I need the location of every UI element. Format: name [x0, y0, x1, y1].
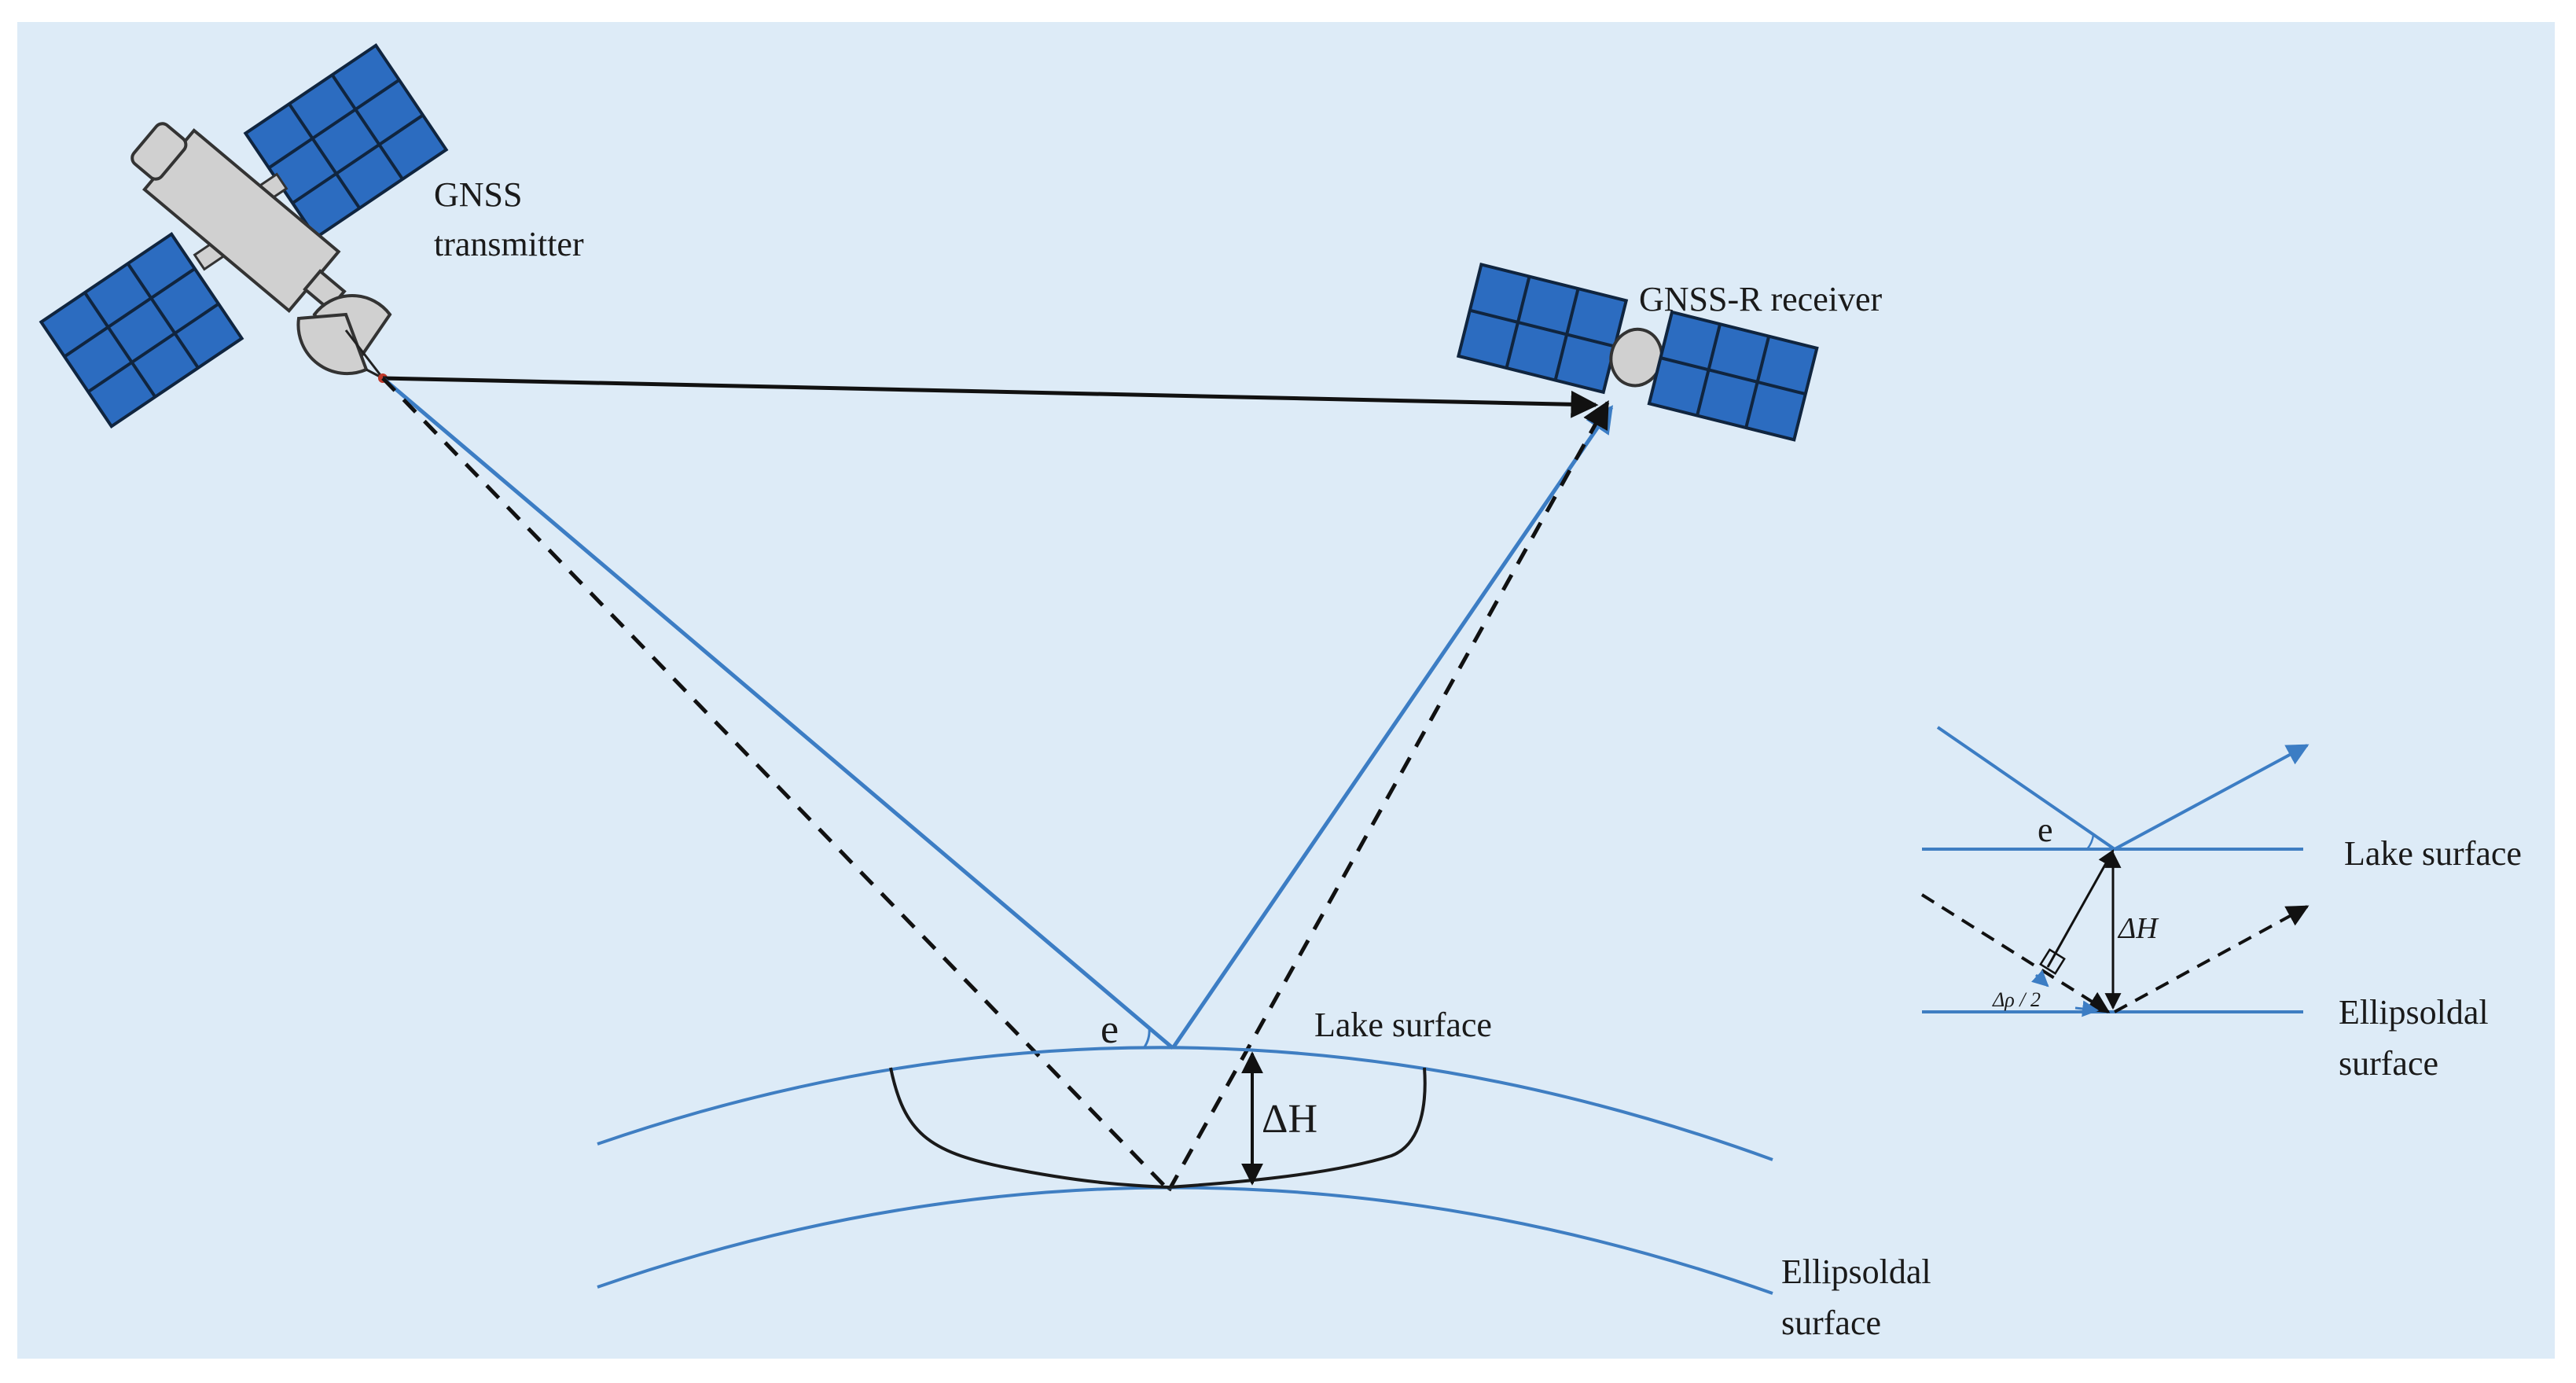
inset-path-delay-label: Δρ / 2 [1992, 988, 2041, 1011]
ellipsoidal-surface-label-line2: surface [1781, 1304, 1881, 1342]
inset-ellipsoidal-surface-label-line1: Ellipsoldal [2339, 993, 2489, 1032]
inset-height-difference-label: ΔH [2117, 912, 2159, 945]
inset-reflected-signal [2114, 744, 2310, 851]
inset-right-angle-mark [2039, 948, 2066, 975]
elevation-angle-arc [1142, 1028, 1151, 1049]
gnss-r-receiver-satellite-icon [1456, 262, 1819, 442]
lake-surface-curve [597, 1046, 1773, 1161]
inset-lake-surface-label: Lake surface [2344, 834, 2522, 873]
inset-incident-dashed [1920, 893, 2111, 1013]
ellipsoidal-surface-label-line1: Ellipsoldal [1781, 1252, 1931, 1291]
inset-geometry-detail [1920, 726, 2310, 1017]
inset-reflected-dashed [2114, 905, 2310, 1013]
incident-signal-ellipsoid [381, 377, 1170, 1192]
receiver-right-solar-panel [1647, 310, 1819, 442]
lake-surface-label: Lake surface [1314, 1006, 1492, 1044]
height-difference-label: ΔH [1262, 1097, 1317, 1142]
incident-signal-lake [381, 377, 1174, 1050]
gnss-transmitter-satellite-icon [39, 42, 449, 429]
inset-path-delay-blue-arrow [2031, 969, 2049, 988]
inset-path-delay-blue-arrow-2 [2074, 1000, 2100, 1017]
inset-elevation-angle-arc [2086, 834, 2095, 850]
diagram-background [17, 22, 2555, 1359]
receiver-label: GNSS-R receiver [1639, 280, 1882, 318]
transmitter-label-line2: transmitter [434, 225, 584, 263]
inset-path-delay-line [2046, 849, 2115, 968]
inset-ellipsoidal-surface-label-line2: surface [2339, 1044, 2438, 1083]
lake-depression-curve [889, 1067, 1427, 1190]
transmitter-label-line1: GNSS [434, 175, 523, 214]
direct-signal-arrow [382, 376, 1599, 418]
inset-elevation-angle-label: e [2038, 811, 2053, 849]
inset-incident-signal [1936, 726, 2116, 851]
transmitter-lower-solar-panel [39, 231, 244, 429]
elevation-angle-label: e [1101, 1007, 1119, 1052]
reflected-signal-lake [1170, 405, 1614, 1050]
